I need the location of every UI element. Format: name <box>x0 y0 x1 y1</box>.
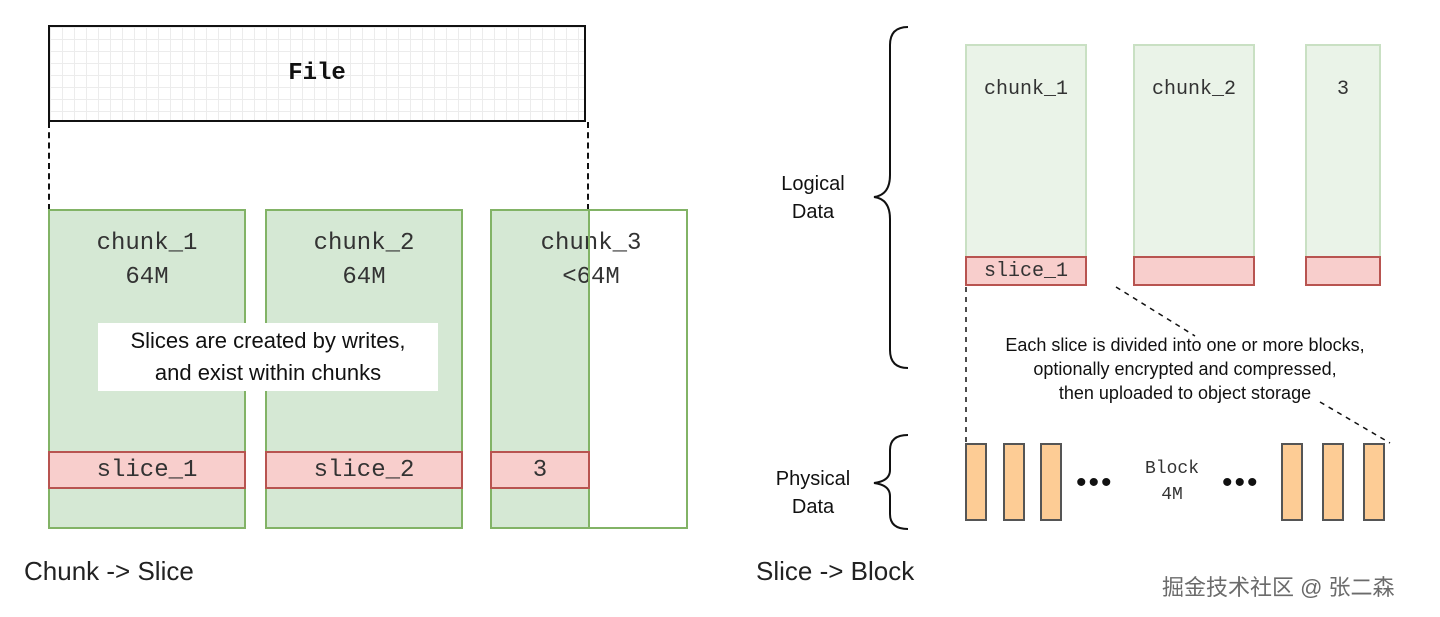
right-chunk-2: chunk_2 <box>1133 44 1255 258</box>
block <box>1322 443 1344 521</box>
chunk-3-labels: chunk_3 <64M <box>492 227 690 295</box>
physical-brace <box>873 434 909 530</box>
chunk-3-size: <64M <box>562 264 620 291</box>
slice-2-label: slice_2 <box>313 456 415 484</box>
chunk-3-name: chunk_3 <box>540 230 642 257</box>
caption-chunk-slice: Chunk -> Slice <box>24 556 194 586</box>
block <box>1003 443 1025 521</box>
slices-note: Slices are created by writes, and exist … <box>98 323 438 391</box>
right-slice-1-label: slice_1 <box>983 259 1068 283</box>
block <box>1281 443 1303 521</box>
physical-data-label: Physical Data <box>766 465 860 521</box>
chunk-3-divider <box>588 209 590 529</box>
blocks-note: Each slice is divided into one or more b… <box>960 333 1410 405</box>
slice-2: slice_2 <box>265 451 463 489</box>
logical-brace <box>873 26 909 369</box>
block-label-line-2: 4M <box>1161 485 1183 505</box>
caption-slice-block: Slice -> Block <box>756 556 915 586</box>
logical-label-line-1: Logical <box>781 173 845 195</box>
slice-1: slice_1 <box>48 451 246 489</box>
chunk-1-name: chunk_1 <box>96 230 198 257</box>
slices-note-line-1: Slices are created by writes, <box>130 328 406 353</box>
file-box: File <box>48 25 586 122</box>
block-size-label: Block 4M <box>1130 456 1214 508</box>
blocks-note-line-3: then uploaded to object storage <box>1058 383 1312 403</box>
chunk-2-name: chunk_2 <box>313 230 415 257</box>
right-slice-3 <box>1305 256 1381 286</box>
right-chunk-3-name: 3 <box>1336 78 1349 101</box>
block <box>965 443 987 521</box>
block <box>1040 443 1062 521</box>
file-right-dashed-connector <box>587 122 589 210</box>
logical-data-label: Logical Data <box>772 170 854 226</box>
file-label: File <box>288 60 346 87</box>
blocks-note-line-2: optionally encrypted and compressed, <box>1033 359 1337 379</box>
block <box>1363 443 1385 521</box>
ellipsis-left: ••• <box>1076 466 1114 499</box>
right-slice-2 <box>1133 256 1255 286</box>
right-chunk-1-name: chunk_1 <box>983 78 1068 101</box>
chunk-1-size: 64M <box>125 264 169 291</box>
physical-label-line-1: Physical <box>775 468 851 490</box>
chunk-2-size: 64M <box>342 264 386 291</box>
slices-note-line-2: and exist within chunks <box>154 360 382 385</box>
right-chunk-1: chunk_1 <box>965 44 1087 258</box>
slice-to-note-dashed <box>1115 286 1196 337</box>
block-label-line-1: Block <box>1144 459 1199 479</box>
note-to-block-right-dashed <box>1319 401 1391 444</box>
slice-3-label: 3 <box>532 456 548 484</box>
ellipsis-right: ••• <box>1222 466 1260 499</box>
physical-label-line-2: Data <box>791 496 835 518</box>
file-left-dashed-connector <box>48 122 50 210</box>
watermark: 掘金技术社区 @ 张二森 <box>1162 575 1395 600</box>
blocks-note-line-1: Each slice is divided into one or more b… <box>1005 335 1365 355</box>
right-chunk-2-name: chunk_2 <box>1151 78 1236 101</box>
logical-label-line-2: Data <box>791 201 835 223</box>
right-chunk-3: 3 <box>1305 44 1381 258</box>
slice-1-label: slice_1 <box>96 456 198 484</box>
slice-3: 3 <box>490 451 590 489</box>
right-slice-1: slice_1 <box>965 256 1087 286</box>
